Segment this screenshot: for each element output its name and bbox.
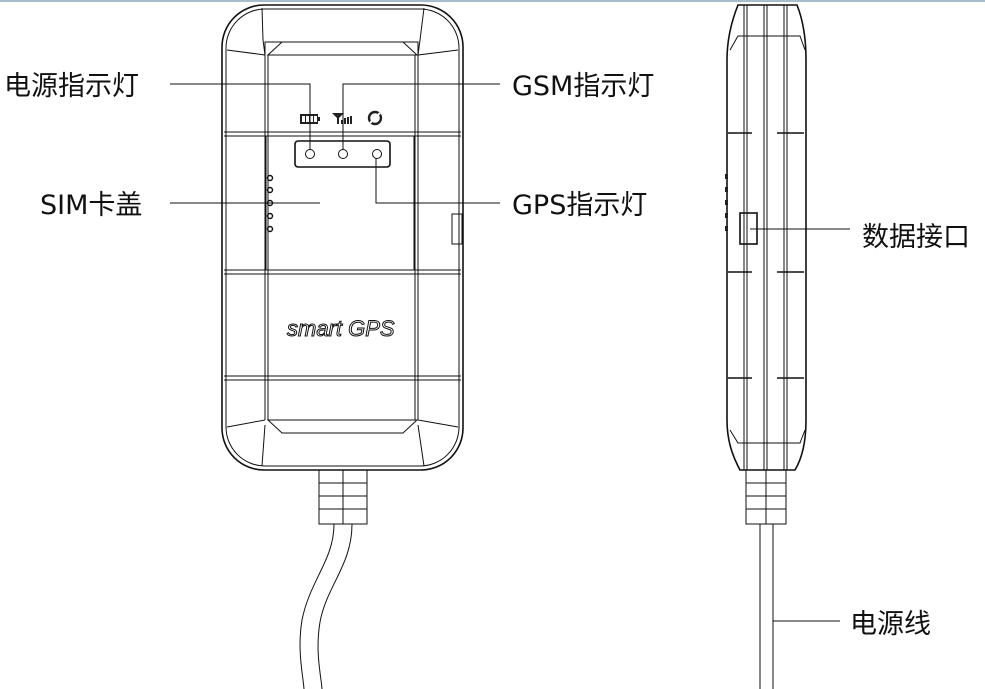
front-outer-shell	[221, 4, 464, 471]
signal-icon	[332, 113, 352, 124]
side-connector	[745, 469, 787, 525]
satellite-icon	[367, 110, 383, 126]
label-power-indicator: 电源指示灯	[4, 71, 139, 102]
front-port-nub	[451, 213, 463, 245]
battery-icon	[300, 114, 320, 124]
side-outer-shell	[726, 4, 807, 471]
label-power-cable: 电源线	[850, 609, 931, 640]
leader-power	[170, 83, 311, 150]
device-logo: smart GPS	[287, 316, 395, 341]
front-cable	[299, 523, 335, 689]
leader-gsm	[342, 83, 500, 150]
gsm-led	[338, 149, 348, 159]
label-gsm-indicator: GSM指示灯	[512, 71, 654, 102]
cable-connector	[318, 469, 368, 525]
gps-led	[372, 149, 382, 159]
power-led	[305, 149, 315, 159]
label-gps-indicator: GPS指示灯	[512, 190, 647, 221]
label-sim-cover: SIM卡盖	[40, 190, 142, 221]
leader-gps	[375, 158, 500, 204]
side-sim-dots	[725, 174, 728, 231]
side-view-device	[725, 4, 807, 689]
label-data-port: 数据接口	[862, 222, 970, 253]
